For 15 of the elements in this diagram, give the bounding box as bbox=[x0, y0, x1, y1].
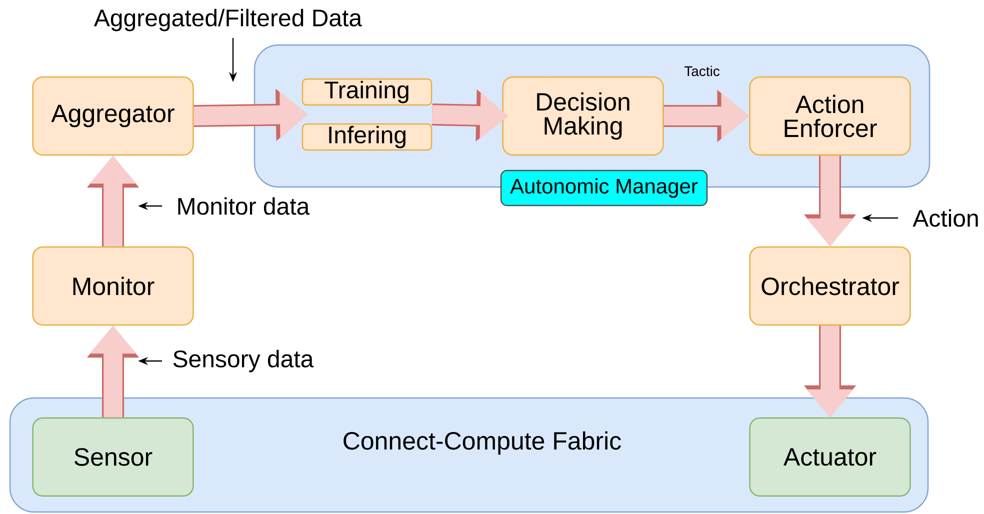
device-box: Sensor bbox=[32, 417, 194, 497]
edge-label: Tactic bbox=[684, 66, 720, 76]
process-box: Monitor bbox=[32, 246, 194, 326]
device-box: Actuator bbox=[749, 417, 911, 497]
process-box: Training bbox=[302, 78, 432, 106]
process-box: Infering bbox=[302, 123, 432, 151]
title-badge: Autonomic Manager bbox=[500, 170, 708, 206]
edge-label: Sensory data bbox=[173, 350, 314, 372]
process-box: Action Enforcer bbox=[749, 76, 911, 156]
edge-label: Action bbox=[912, 209, 978, 227]
process-box: Orchestrator bbox=[749, 246, 911, 326]
process-box: Decision Making bbox=[502, 76, 664, 156]
edge-label: Monitor data bbox=[178, 197, 310, 215]
edge-label: Aggregated/Filtered Data bbox=[94, 8, 362, 32]
process-box: Aggregator bbox=[32, 76, 194, 156]
